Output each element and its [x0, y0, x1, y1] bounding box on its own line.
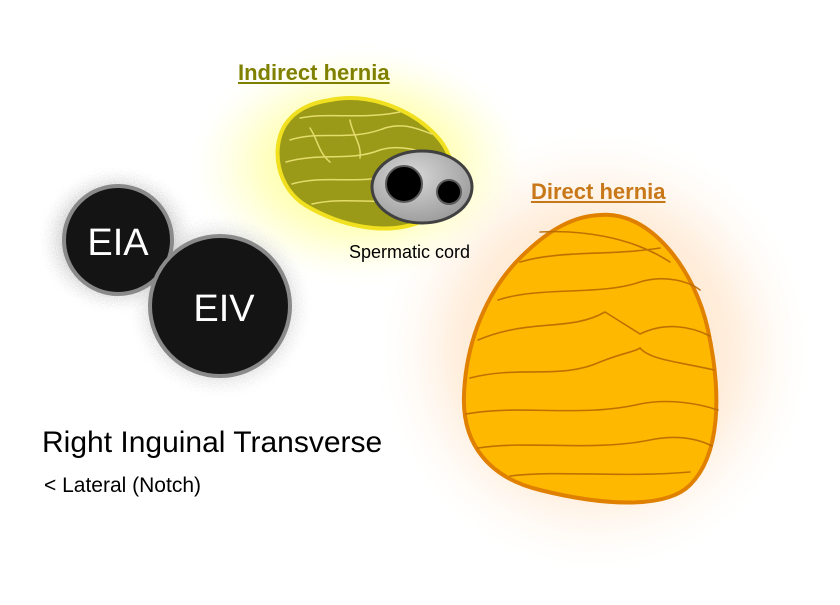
cord-vessel-small [436, 179, 462, 205]
eiv-label: EIV [193, 288, 255, 330]
spermatic-cord [370, 149, 474, 225]
direct-hernia-title: Direct hernia [531, 179, 666, 204]
eia-label: EIA [87, 222, 149, 264]
view-subtitle: < Lateral (Notch) [44, 474, 201, 497]
eia-vessel [62, 184, 174, 296]
spermatic-cord-label: Spermatic cord [349, 242, 471, 262]
view-title: Right Inguinal Transverse [42, 426, 383, 459]
cord-vessel-large [385, 165, 423, 203]
eiv-vessel [148, 234, 292, 378]
direct-hernia-sac [461, 212, 719, 505]
indirect-hernia-title: Indirect hernia [238, 60, 390, 85]
